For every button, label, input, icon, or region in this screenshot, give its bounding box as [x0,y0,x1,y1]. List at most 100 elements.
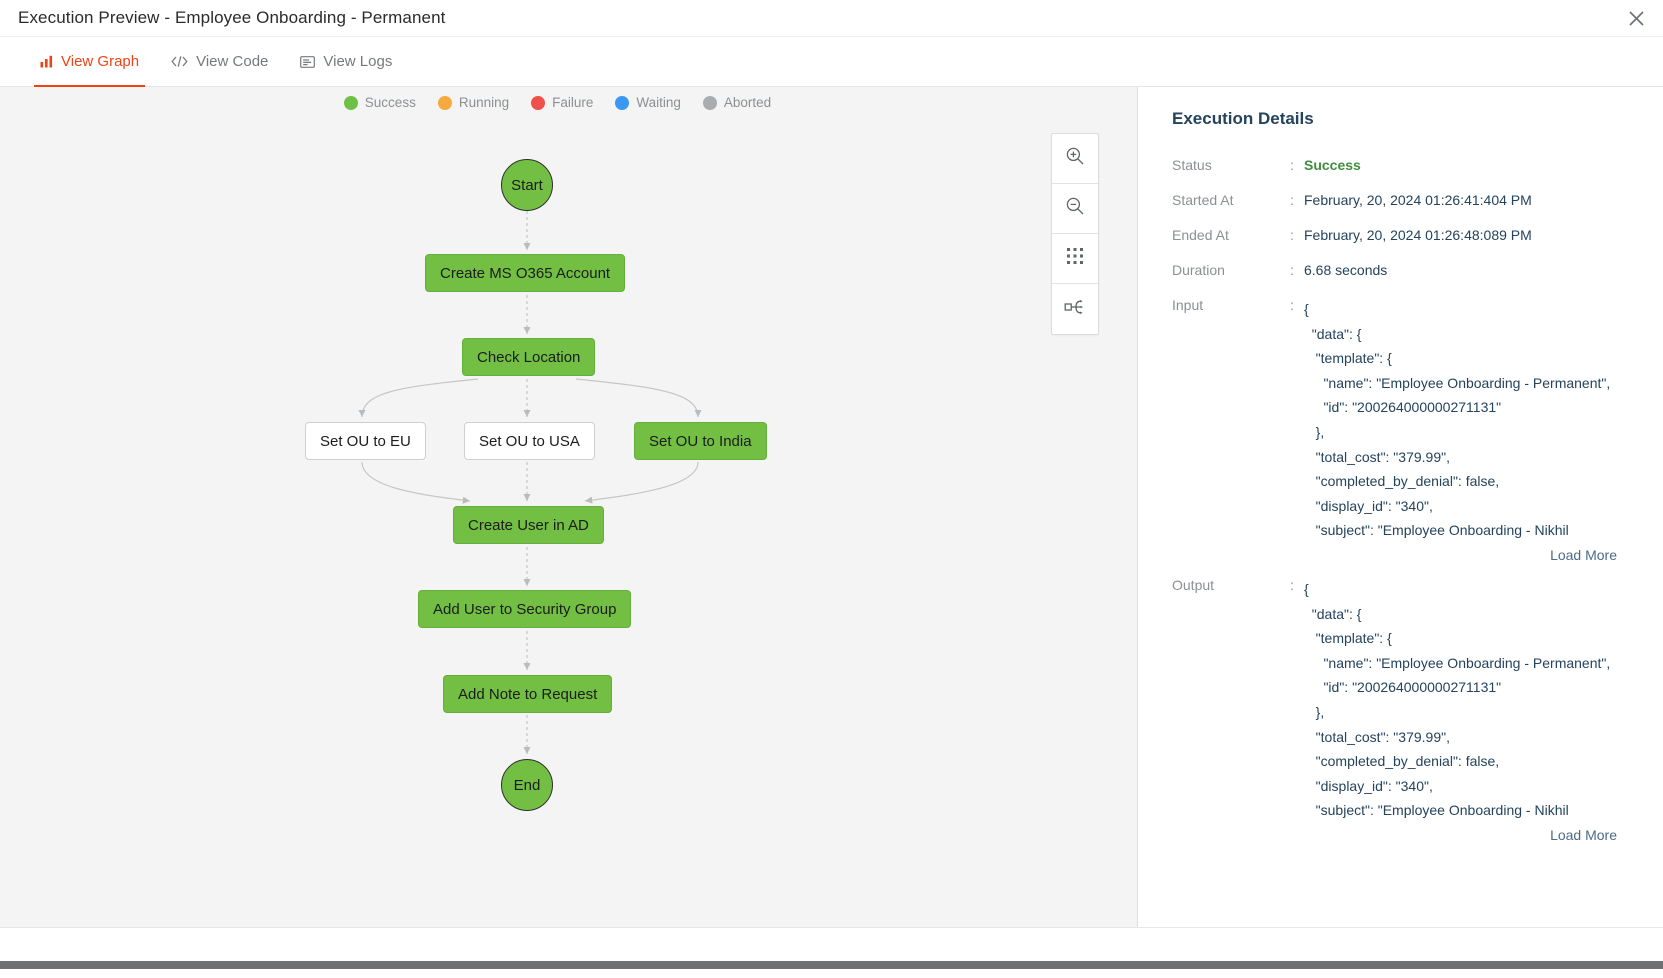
graph-node-add-note-to-request[interactable]: Add Note to Request [443,675,613,713]
json-line: }, [1304,703,1325,720]
tab-view-logs-label: View Logs [323,53,393,70]
json-line: "completed_by_denial": false, [1304,753,1500,770]
tree-layout-button[interactable] [1052,284,1098,334]
graph-edges [358,211,702,754]
bar-chart-icon [40,55,53,68]
json-line: "id": "200264000000271131" [1304,679,1502,696]
graph-node-check-location[interactable]: Check Location [462,338,596,376]
status-legend: Success Running Failure Waiting Aborted [0,95,1137,110]
legend-item-failure: Failure [531,95,593,110]
json-line: "display_id": "340", [1304,777,1433,794]
detail-value-ended-at: February, 20, 2024 01:26:48:089 PM [1304,227,1532,243]
legend-item-running: Running [437,95,509,110]
legend-dot-failure [531,95,546,110]
json-line: "data": { [1304,605,1362,622]
grid-fit-icon [1066,247,1084,270]
detail-colon: : [1290,227,1294,243]
detail-colon: : [1290,576,1294,593]
tree-layout-icon [1064,298,1086,321]
detail-row-ended-at: Ended At : February, 20, 2024 01:26:48:0… [1172,227,1663,243]
tab-view-code[interactable]: View Code [155,37,284,86]
graph-zoom-toolbar [1051,133,1099,335]
output-json-block: { "data": { "template": { "name": "Emplo… [1304,577,1610,823]
legend-dot-aborted [702,95,717,110]
json-line: "completed_by_denial": false, [1304,473,1500,490]
json-line: "template": { [1304,630,1392,647]
detail-label-started-at: Started At [1172,192,1234,208]
graph-node-check-location-label: Check Location [477,348,581,366]
json-line: "name": "Employee Onboarding - Permanent… [1304,374,1611,391]
graph-canvas[interactable]: Start Create MS O365 Account Check Locat… [0,87,1137,927]
json-line: "id": "200264000000271131" [1304,399,1502,416]
json-line: }, [1304,423,1325,440]
detail-colon: : [1290,297,1294,313]
legend-label-success: Success [364,95,416,110]
horizontal-scrollbar[interactable] [0,961,1663,969]
legend-dot-waiting [615,95,630,110]
detail-colon: : [1290,192,1294,208]
json-line: "total_cost": "379.99", [1304,448,1450,465]
execution-details-heading: Execution Details [1172,109,1314,128]
json-line: "display_id": "340", [1304,497,1433,514]
tab-bar: View Graph View Code View Logs [0,37,1663,87]
zoom-in-icon [1065,146,1085,171]
close-icon[interactable] [1623,5,1649,31]
graph-node-set-ou-to-usa[interactable]: Set OU to USA [464,422,595,460]
detail-label-input: Input [1172,297,1204,313]
legend-dot-running [437,95,452,110]
detail-row-output: Output : { "data": { "template": { "name… [1172,577,1663,823]
graph-node-set-ou-to-eu[interactable]: Set OU to EU [305,422,426,460]
detail-colon: : [1290,262,1294,278]
legend-item-success: Success [343,95,416,110]
zoom-out-icon [1065,196,1085,221]
detail-label-ended-at: Ended At [1172,227,1229,243]
graph-node-create-ms-o365-account-label: Create MS O365 Account [440,264,611,282]
detail-row-status: Status : Success [1172,157,1663,173]
log-lines-icon [300,55,316,68]
legend-label-aborted: Aborted [723,95,772,110]
json-line: "subject": "Employee Onboarding - Nikhil [1304,802,1569,819]
detail-label-duration: Duration [1172,262,1225,278]
graph-node-create-ms-o365-account[interactable]: Create MS O365 Account [425,254,626,292]
json-line: "name": "Employee Onboarding - Permanent… [1304,654,1611,671]
legend-label-waiting: Waiting [636,95,681,110]
legend-label-failure: Failure [552,95,594,110]
detail-row-duration: Duration : 6.68 seconds [1172,262,1663,278]
detail-value-started-at: February, 20, 2024 01:26:41:404 PM [1304,192,1532,208]
detail-row-started-at: Started At : February, 20, 2024 01:26:41… [1172,192,1663,208]
graph-node-add-user-to-security-group[interactable]: Add User to Security Group [418,590,632,628]
graph-node-end[interactable]: End [501,759,553,811]
zoom-out-button[interactable] [1052,184,1098,234]
output-load-more-link[interactable]: Load More [1550,826,1617,843]
json-line: { [1304,301,1309,317]
input-json-block: { "data": { "template": { "name": "Emplo… [1304,297,1610,543]
code-brackets-icon [171,55,188,68]
graph-node-create-user-in-ad[interactable]: Create User in AD [453,506,604,544]
json-line: "total_cost": "379.99", [1304,728,1450,745]
detail-label-output: Output [1172,576,1215,593]
page-title: Execution Preview - Employee Onboarding … [18,8,446,27]
window-titlebar: Execution Preview - Employee Onboarding … [0,0,1663,37]
tab-view-logs[interactable]: View Logs [284,37,408,86]
tab-view-graph[interactable]: View Graph [24,37,155,87]
grid-fit-button[interactable] [1052,234,1098,284]
input-load-more-link[interactable]: Load More [1550,546,1617,563]
graph-node-set-ou-to-india[interactable]: Set OU to India [634,422,767,460]
json-line: { [1304,580,1309,597]
execution-details-pane: Execution Details Status : Success Start… [1138,87,1663,927]
json-line: "data": { [1304,325,1362,342]
json-line: "subject": "Employee Onboarding - Nikhil [1304,522,1569,539]
zoom-in-button[interactable] [1052,134,1098,184]
graph-node-set-ou-to-eu-label: Set OU to EU [320,432,411,450]
graph-node-create-user-in-ad-label: Create User in AD [468,516,589,534]
legend-item-aborted: Aborted [702,95,772,110]
detail-value-duration: 6.68 seconds [1304,262,1388,278]
graph-pane[interactable]: Success Running Failure Waiting Aborted [0,87,1138,927]
legend-dot-success [343,95,358,110]
graph-node-end-label: End [513,776,541,794]
graph-node-set-ou-to-usa-label: Set OU to USA [479,432,580,450]
detail-row-input: Input : { "data": { "template": { "name"… [1172,297,1663,543]
graph-node-start[interactable]: Start [501,159,553,211]
graph-node-set-ou-to-india-label: Set OU to India [649,432,752,450]
detail-colon: : [1290,157,1294,173]
